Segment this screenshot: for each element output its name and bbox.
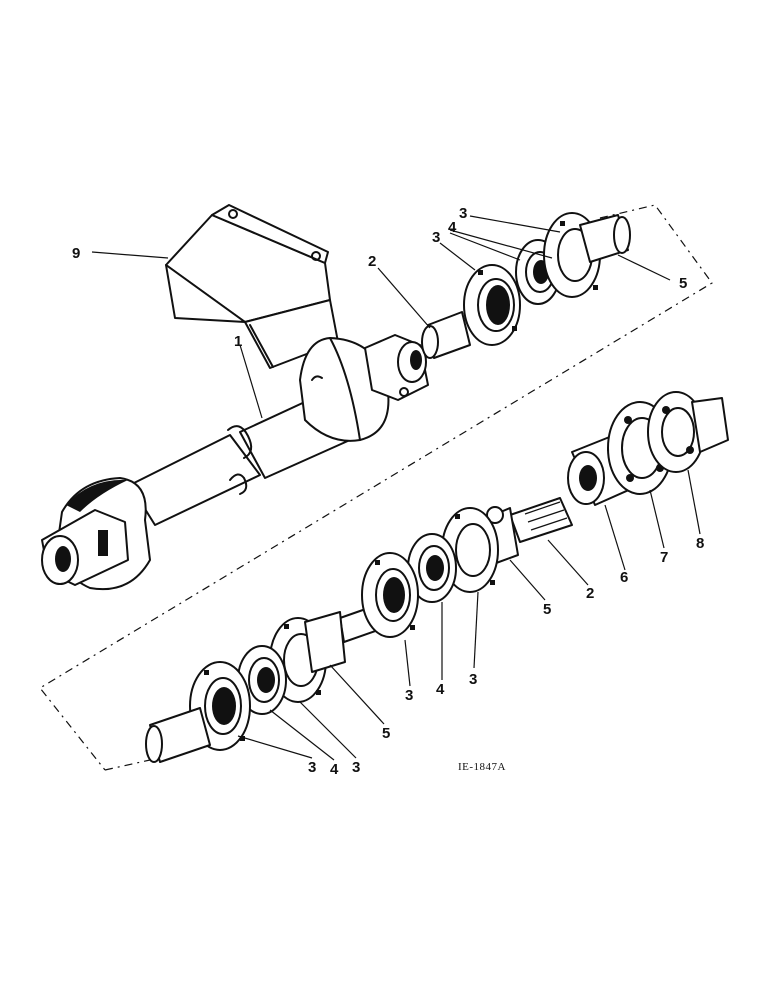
bearing-mid <box>407 533 457 603</box>
upper-flange-inner <box>463 264 521 346</box>
callout-upper-flange-a: 3 <box>459 205 467 222</box>
callout-upper-flange-b: 3 <box>432 229 440 246</box>
drawing-code: IE-1847A <box>458 761 506 773</box>
callout-collar-left: 5 <box>382 725 390 742</box>
callout-bearing-mid: 4 <box>436 681 445 698</box>
callout-clutch-yoke: 8 <box>696 535 704 552</box>
shield-guard <box>165 204 339 369</box>
upper-collar <box>579 214 631 263</box>
leader-lines <box>91 215 701 761</box>
callout-collar-mid: 5 <box>543 601 551 618</box>
callout-flange-bottom-a: 3 <box>308 759 316 776</box>
callout-flange-mid-left: 3 <box>405 687 413 704</box>
callout-upper-collar: 5 <box>679 275 687 292</box>
callout-flange-bottom-b: 3 <box>352 759 360 776</box>
callout-bearing-bottom: 4 <box>330 761 339 778</box>
callout-upper-shaft: 2 <box>368 253 376 270</box>
bottom-stub-shaft <box>145 707 211 763</box>
upper-shaft <box>421 311 471 359</box>
tube-assembly <box>41 334 429 591</box>
bearing-bottom <box>237 645 287 715</box>
clutch-yoke <box>647 391 729 473</box>
callout-clutch-hub: 6 <box>620 569 628 586</box>
callout-flange-mid-right: 3 <box>469 671 477 688</box>
callout-upper-bearing: 4 <box>448 219 457 236</box>
callout-lower-shaft: 2 <box>586 585 594 602</box>
callout-labels: 9 1 2 3 3 4 5 2 5 3 4 3 5 3 4 3 6 7 8 <box>72 205 704 778</box>
center-lines <box>39 204 713 771</box>
flange-mid-left <box>361 552 419 638</box>
callout-guard: 9 <box>72 245 80 262</box>
callout-tube: 1 <box>234 333 242 350</box>
callout-clutch-plate: 7 <box>660 549 668 566</box>
